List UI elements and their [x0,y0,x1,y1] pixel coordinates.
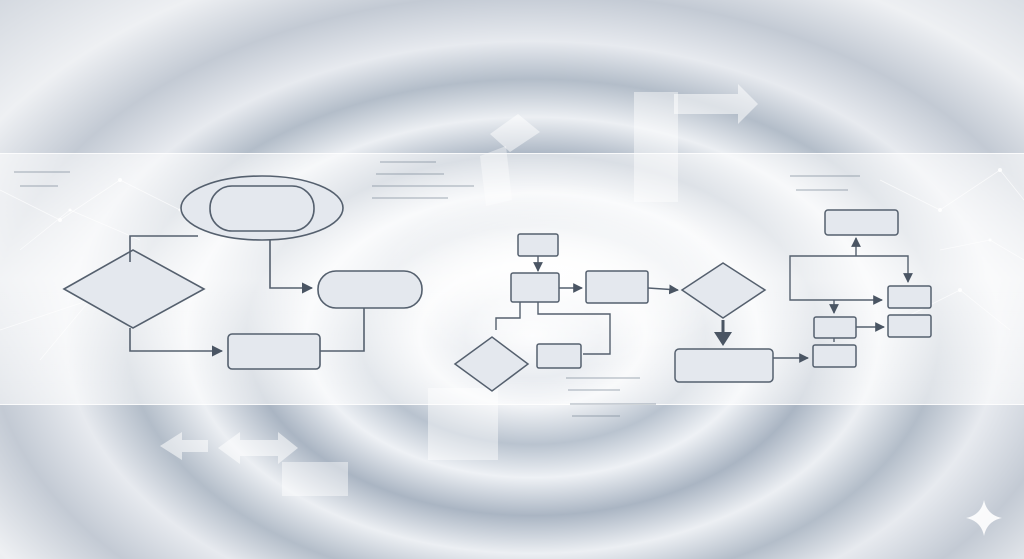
sparkle-icon [966,500,1002,536]
faint-arrow-top-right [674,84,758,124]
right-box-c [813,316,857,339]
center-bottom-box [674,348,774,383]
center-mid-box [510,272,560,303]
bold-down-arrow [714,320,732,346]
faint-arrow-bottom-double [218,432,298,464]
right-box-d [812,344,857,368]
right-box-b [887,314,932,338]
right-decision-diamond [680,262,767,319]
center-connectors [495,256,809,363]
right-top-box [824,209,899,236]
center-decision-diamond [453,336,530,392]
start-inner-rect [209,185,315,232]
floating-rect-bottom-center [428,388,498,460]
center-top-box [517,233,559,257]
faint-arrow-bottom-left [160,432,208,460]
left-process-rect [227,333,321,370]
right-connectors [789,237,913,342]
center-glow [380,180,740,370]
right-flowchart [812,209,932,368]
floating-rect-bottom-left [282,462,348,496]
left-connectors [129,235,365,357]
center-small-box [536,343,582,369]
left-flowchart [62,175,423,370]
right-box-a [887,285,932,309]
left-process-pill [317,270,423,309]
faint-text-lines [14,161,860,417]
faint-shard [480,146,512,206]
floating-rect-top [634,92,678,202]
left-decision-diamond [62,249,206,329]
center-flowchart [453,233,774,392]
faint-diamond-top [490,114,540,152]
center-process-box [585,270,649,304]
